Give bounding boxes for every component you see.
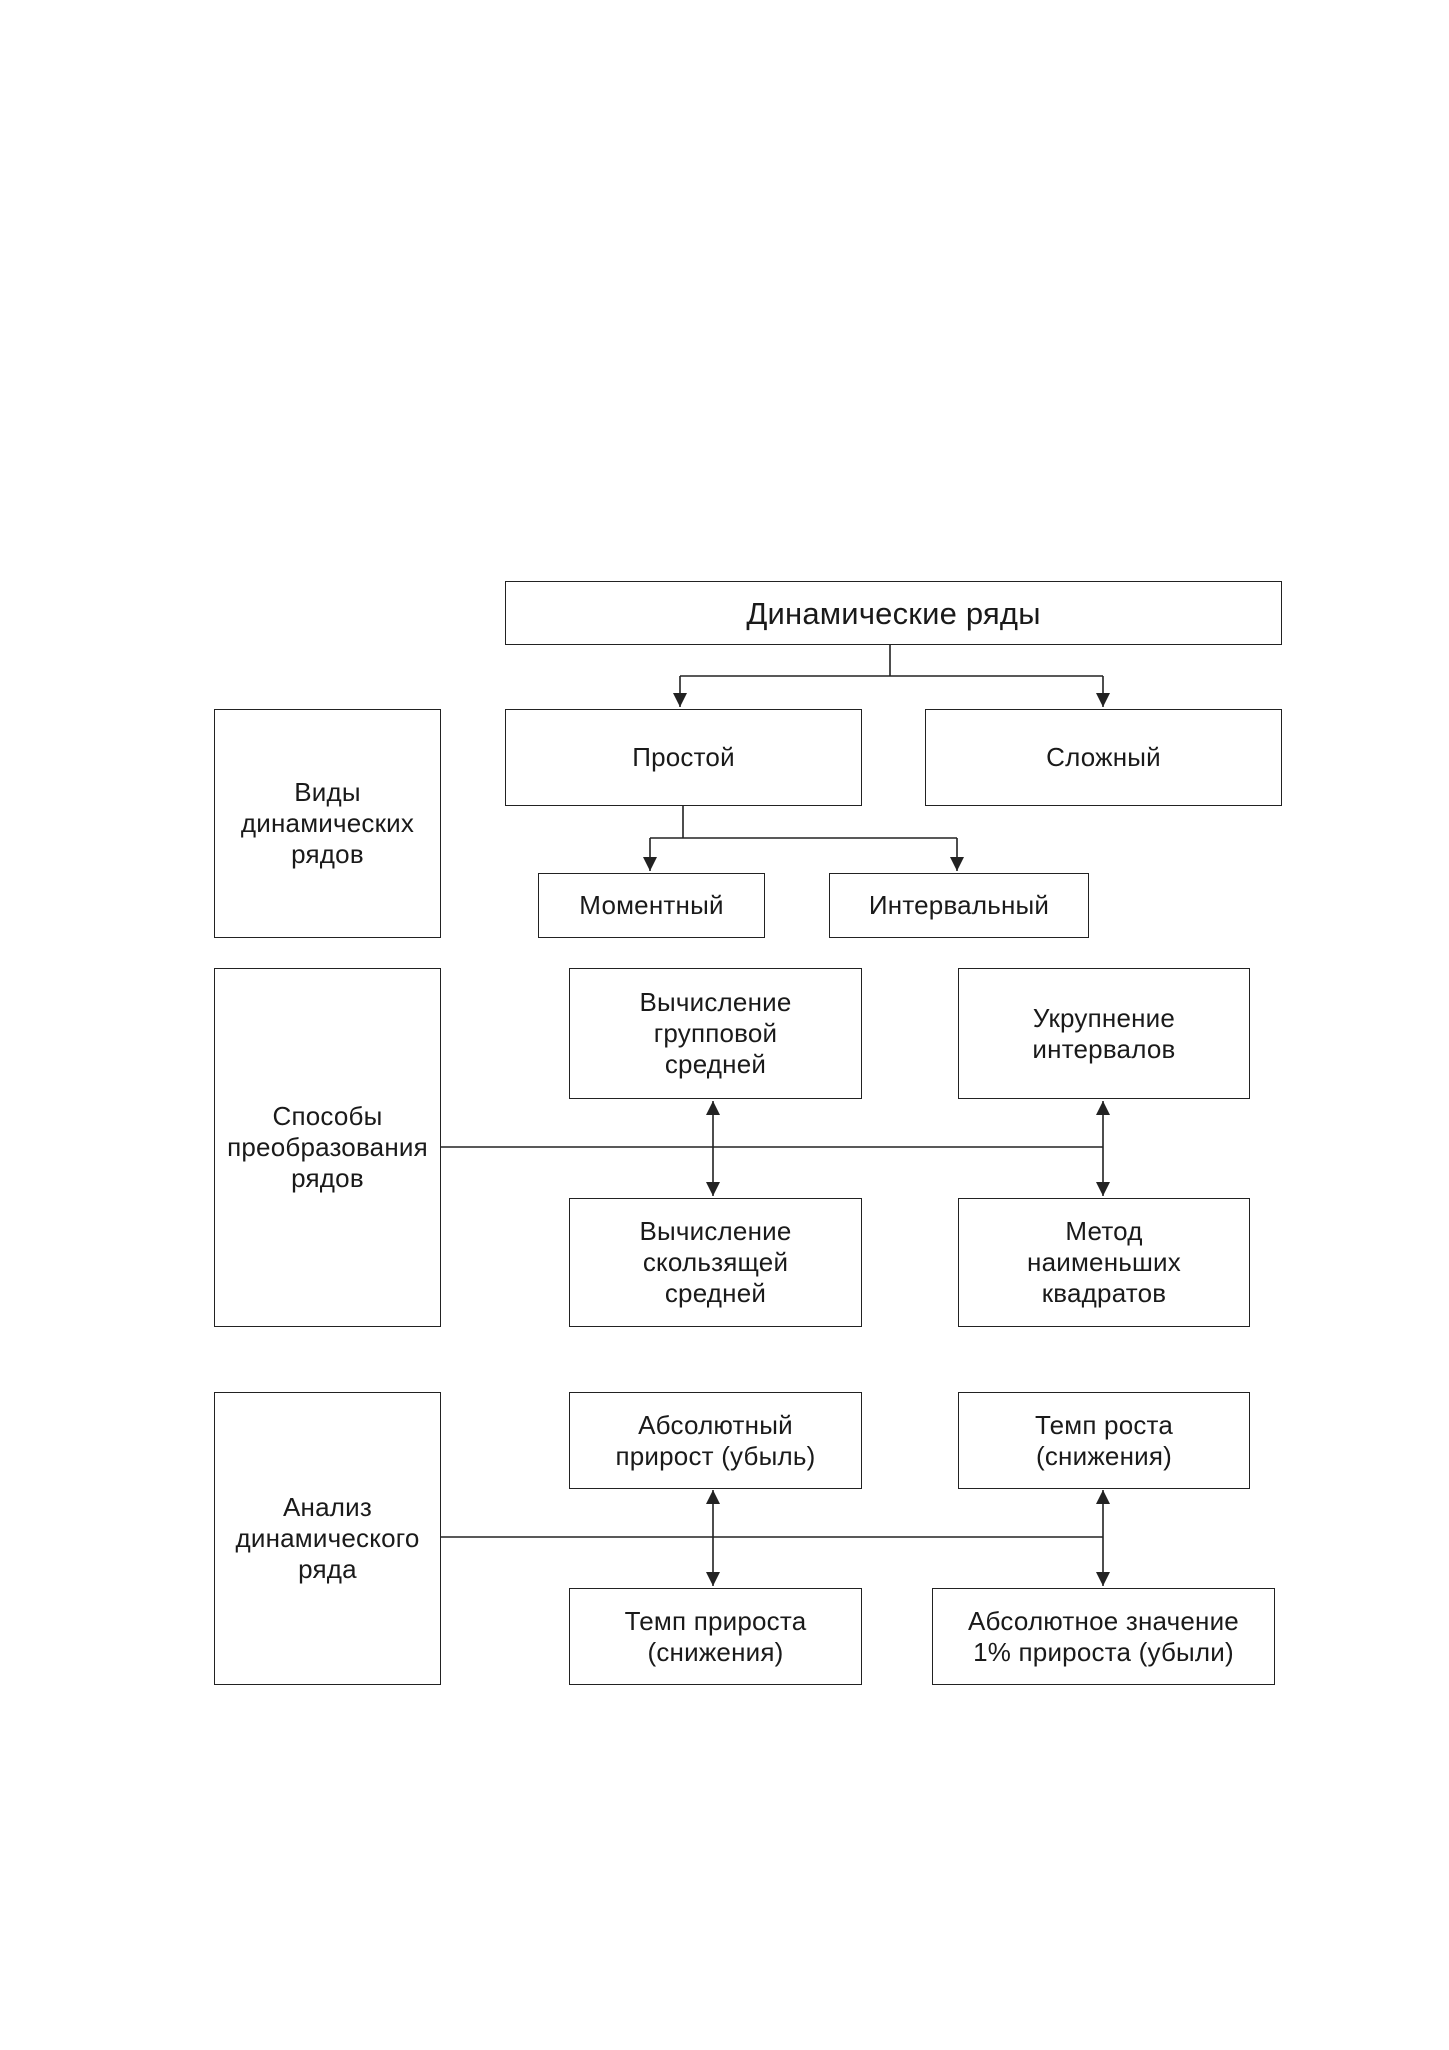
box-label-line: средней <box>664 1049 767 1079</box>
box-label-line: наименьших <box>1027 1247 1181 1277</box>
complex-series-box: Сложный <box>925 709 1282 806</box>
box-label-line: Виды <box>294 777 361 807</box>
box-label-line: Метод <box>1065 1216 1143 1246</box>
box-label-line: Абсолютное значение <box>968 1605 1239 1636</box>
box-label-line: квадратов <box>1041 1278 1167 1308</box>
box-label-line: групповой <box>653 1018 778 1048</box>
box-label-line: Вычисление <box>639 1216 792 1246</box>
box-label-line: скользящей <box>642 1247 789 1277</box>
box-label-line: Интервальный <box>868 890 1050 920</box>
box-label-line: 1% прироста (убыли) <box>973 1636 1234 1667</box>
box-label-line: Способы <box>272 1101 383 1131</box>
box-label-line: ряда <box>298 1554 357 1584</box>
box-label-line: (снижения) <box>1035 1440 1172 1471</box>
box-label-line: рядов <box>291 1163 364 1193</box>
box-label-line: Укрупнение <box>1032 1002 1176 1033</box>
box-label-line: Темп прироста <box>624 1605 807 1636</box>
box-label-line: Сложный <box>1046 742 1161 772</box>
box-label-line: Темп роста <box>1034 1409 1174 1440</box>
box-label-line: прирост (убыль) <box>615 1440 816 1471</box>
box-label-line: средней <box>664 1278 767 1308</box>
box-label-line: (снижения) <box>647 1636 784 1667</box>
box-label-line: Абсолютный <box>638 1409 793 1440</box>
simple-series-box: Простой <box>505 709 862 806</box>
box-label-line: интервалов <box>1032 1033 1176 1064</box>
box-label-line: Динамические ряды <box>746 595 1041 631</box>
moment-series-box: Моментный <box>538 873 765 938</box>
box-label-line: рядов <box>291 839 364 869</box>
box-label-line: Анализ <box>283 1492 372 1522</box>
growth-rate-box: Темп роста(снижения) <box>958 1392 1250 1489</box>
box-label-line: Моментный <box>579 890 724 920</box>
box-label-line: динамического <box>235 1523 420 1553</box>
increase-rate-box: Темп прироста(снижения) <box>569 1588 862 1685</box>
box-label-line: Простой <box>632 742 735 772</box>
root-box: Динамические ряды <box>505 581 1282 645</box>
box-label-line: динамических <box>240 808 415 838</box>
box-label-line: Вычисление <box>639 987 792 1017</box>
box-label-line: преобразования <box>227 1132 428 1162</box>
interval-series-box: Интервальный <box>829 873 1089 938</box>
